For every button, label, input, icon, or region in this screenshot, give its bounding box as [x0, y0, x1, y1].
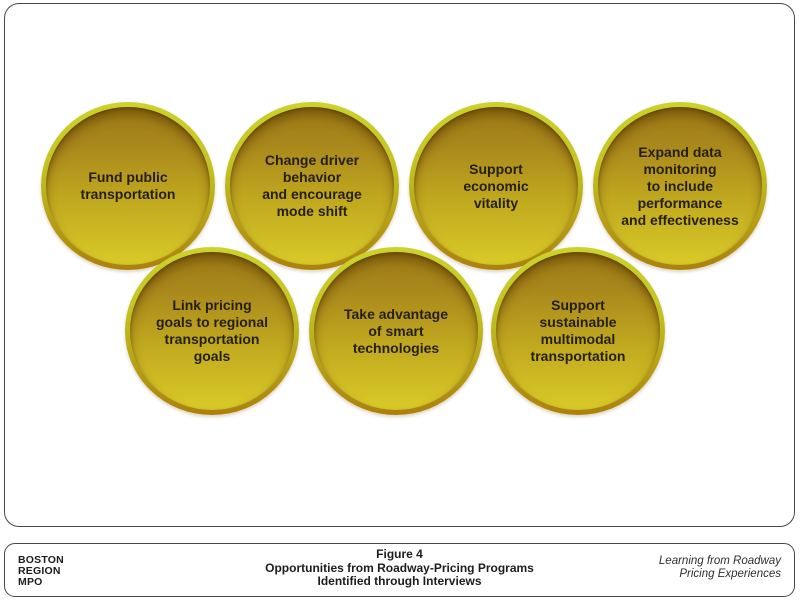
- figure-canvas: Fund public transportation Change driver…: [4, 3, 795, 527]
- circle-fund-public-transportation: Fund public transportation: [41, 102, 215, 270]
- circle-fund-public-transportation-face: Fund public transportation: [46, 107, 210, 265]
- circle-label: Expand data monitoring to include perfor…: [621, 143, 739, 228]
- circle-support-economic-vitality-face: Support economic vitality: [414, 107, 578, 265]
- circle-label: Fund public transportation: [80, 169, 176, 202]
- circle-expand-data-monitoring: Expand data monitoring to include perfor…: [593, 102, 767, 270]
- circle-label: Support economic vitality: [463, 160, 529, 211]
- circle-take-advantage-smart-tech-face: Take advantage of smart technologies: [314, 252, 478, 410]
- circle-expand-data-monitoring-face: Expand data monitoring to include perfor…: [598, 107, 762, 265]
- circle-label: Link pricing goals to regional transport…: [155, 297, 268, 364]
- project-name-line2: Pricing Experiences: [679, 567, 781, 580]
- circle-label: Change driver behavior and encourage mod…: [262, 152, 362, 219]
- circle-support-economic-vitality: Support economic vitality: [409, 102, 583, 270]
- circle-take-advantage-smart-tech: Take advantage of smart technologies: [309, 247, 483, 415]
- project-name-line1: Learning from Roadway: [658, 555, 781, 567]
- circle-link-pricing-goals-face: Link pricing goals to regional transport…: [130, 252, 294, 410]
- circle-change-driver-behavior-face: Change driver behavior and encourage mod…: [230, 107, 394, 265]
- project-name: Learning from Roadway Pricing Experience…: [659, 555, 781, 580]
- figure-number: Figure 4: [376, 547, 423, 561]
- boston-region-mpo-logo: BOSTON REGION MPO: [18, 555, 64, 588]
- figure-caption: Figure 4 Opportunities from Roadway-Pric…: [5, 547, 794, 589]
- circle-label: Take advantage of smart technologies: [343, 305, 448, 356]
- circle-change-driver-behavior: Change driver behavior and encourage mod…: [225, 102, 399, 270]
- figure-footer: BOSTON REGION MPO Figure 4 Opportunities…: [4, 543, 795, 597]
- logo-line-region: REGION: [18, 565, 61, 577]
- circle-support-sustainable-multimodal-face: Support sustainable multimodal transport…: [496, 252, 660, 410]
- circle-support-sustainable-multimodal: Support sustainable multimodal transport…: [491, 247, 665, 415]
- logo-line-boston: BOSTON: [18, 554, 64, 566]
- figure-title-line1: Opportunities from Roadway-Pricing Progr…: [265, 560, 534, 575]
- figure-title-line2: Identified through Interviews: [317, 574, 482, 588]
- circle-link-pricing-goals: Link pricing goals to regional transport…: [125, 247, 299, 415]
- circle-label: Support sustainable multimodal transport…: [530, 297, 626, 364]
- logo-line-mpo: MPO: [18, 576, 43, 588]
